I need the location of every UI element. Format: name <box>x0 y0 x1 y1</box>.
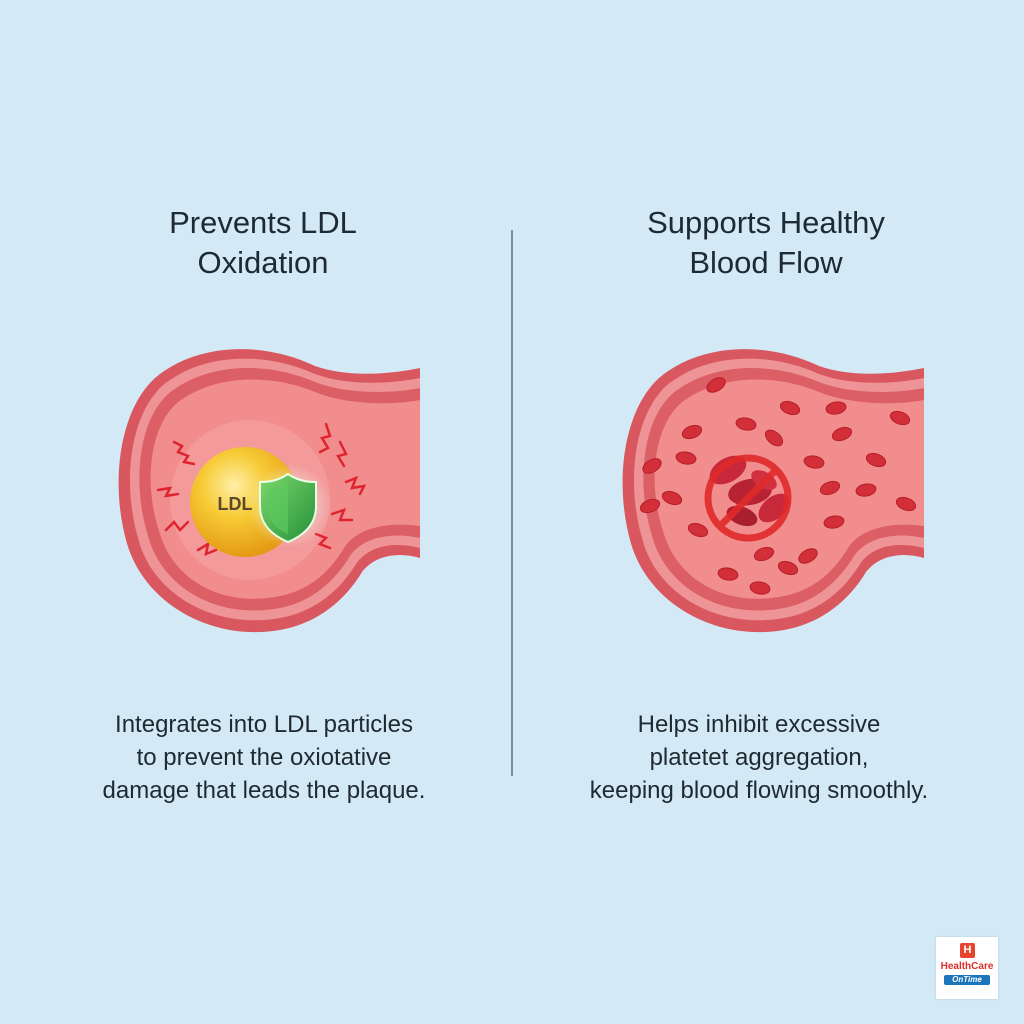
red-blood-cell <box>865 452 887 468</box>
red-blood-cell <box>823 515 845 529</box>
right-title: Supports Healthy Blood Flow <box>510 203 1022 283</box>
left-description-line-3: damage that leads the plaque. <box>102 777 426 804</box>
red-blood-cell <box>687 522 709 538</box>
red-blood-cell <box>889 410 911 426</box>
red-blood-cell <box>749 581 771 595</box>
red-blood-cell <box>642 458 662 474</box>
panel-divider <box>511 230 513 776</box>
left-title: Prevents LDL Oxidation <box>7 203 519 283</box>
red-blood-cell <box>764 429 784 447</box>
red-blood-cell <box>717 567 739 581</box>
artery-blood-flow-illustration <box>622 349 924 633</box>
left-panel: Prevents LDL Oxidation <box>103 205 426 804</box>
red-blood-cell <box>706 377 726 393</box>
left-title-line-1: Prevents LDL <box>169 205 357 240</box>
red-blood-cell <box>803 455 825 469</box>
right-title-line-1: Supports Healthy <box>647 205 885 240</box>
no-symbol-icon <box>704 454 792 542</box>
red-blood-cell <box>681 424 703 440</box>
oxidation-sparks-icon <box>156 422 367 557</box>
ldl-label: LDL <box>218 494 253 514</box>
red-blood-cell <box>855 483 877 497</box>
red-blood-cell <box>831 426 853 442</box>
left-description-line-1: Integrates into LDL particles <box>115 711 413 738</box>
hospital-h-icon: H <box>960 943 975 958</box>
right-description-line-1: Helps inhibit excessive <box>637 711 881 738</box>
right-description-line-3: keeping blood flowing smoothly. <box>589 777 929 804</box>
left-description-line-2: to prevent the oxiotative <box>136 744 392 771</box>
red-blood-cell <box>777 560 799 576</box>
red-blood-cell <box>895 496 917 512</box>
right-description: Helps inhibit excessive platetet aggrega… <box>503 708 1015 807</box>
red-blood-cell <box>639 498 661 514</box>
red-blood-cells <box>639 377 917 595</box>
red-blood-cell <box>798 548 818 564</box>
right-panel: Supports Healthy Blood Flow <box>512 0 1024 1024</box>
red-blood-cell <box>779 400 801 416</box>
logo-tagline: OnTime <box>944 975 990 985</box>
red-blood-cell <box>819 480 841 496</box>
logo-name: HealthCare <box>940 961 994 972</box>
healthcare-ontime-logo: H HealthCare OnTime <box>936 937 998 999</box>
right-description-line-2: platetet aggregation, <box>649 744 869 771</box>
red-blood-cell <box>675 451 697 465</box>
right-title-line-2: Blood Flow <box>689 245 843 280</box>
artery-ldl-illustration: LDL <box>118 349 421 633</box>
left-title-line-2: Oxidation <box>197 245 329 280</box>
red-blood-cell <box>825 401 847 415</box>
red-blood-cell <box>753 546 775 562</box>
red-blood-cell <box>735 417 757 431</box>
left-description: Integrates into LDL particles to prevent… <box>8 708 520 807</box>
red-blood-cell <box>661 490 683 506</box>
